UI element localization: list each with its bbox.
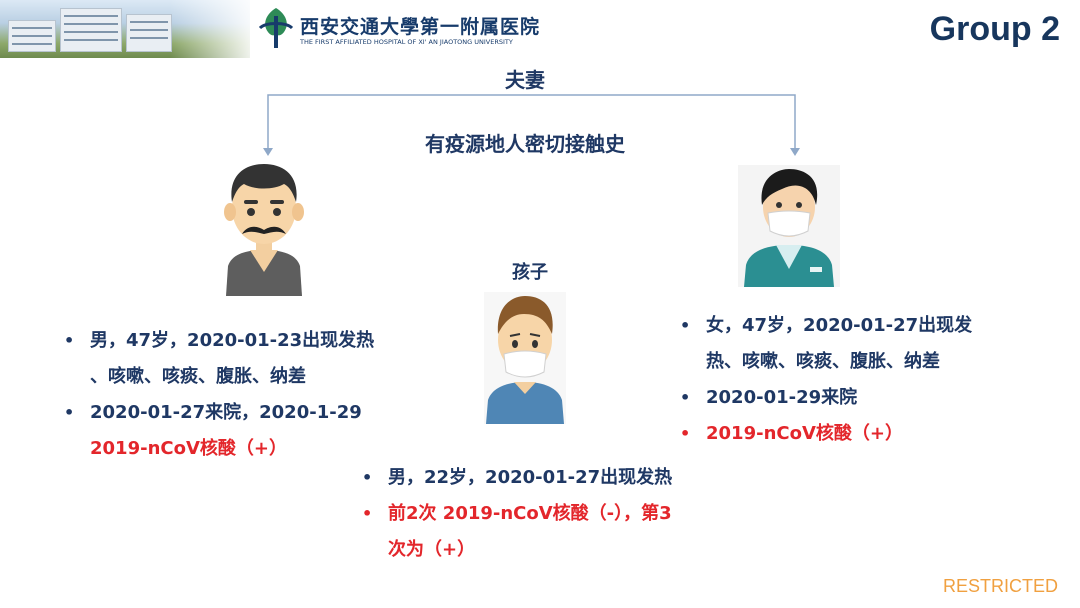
wife-symptoms-line2: 热、咳嗽、咳痰、腹胀、纳差 [706,351,940,372]
restricted-label: RESTRICTED [942,576,1058,596]
list-item: 2020-01-27来院，2020-1-29 2019-nCoV核酸（+） [64,395,424,467]
arrow-down-icon [790,148,800,156]
husband-visit-line: 2020-01-27来院，2020-1-29 [90,402,362,423]
arrow-down-icon [263,148,273,156]
child-info-list: 男，22岁，2020-01-27出现发热 前2次 2019-nCoV核酸（-），… [362,460,732,568]
husband-symptoms-line2: 、咳嗽、咳痰、腹胀、纳差 [90,366,306,387]
wife-symptoms-line1: 女，47岁，2020-01-27出现发 [706,315,973,336]
wife-test-result: 2019-nCoV核酸（+） [680,416,1020,452]
husband-symptoms-line1: 男，47岁，2020-01-23出现发热 [90,330,375,351]
header-fade [170,0,260,58]
slide-title: Group 2 [929,10,1060,48]
woman-masked-avatar-icon [738,165,840,287]
child-test-line2: 次为（+） [388,539,476,560]
list-item: 女，47岁，2020-01-27出现发 热、咳嗽、咳痰、腹胀、纳差 [680,308,1020,380]
child-label: 孩子 [512,262,548,283]
list-item: 男，47岁，2020-01-23出现发热 、咳嗽、咳痰、腹胀、纳差 [64,323,424,395]
university-name-en: THE FIRST AFFILIATED HOSPITAL OF XI' AN … [300,38,513,46]
wife-info-list: 女，47岁，2020-01-27出现发 热、咳嗽、咳痰、腹胀、纳差 2020-0… [680,308,1020,452]
child-test-result: 前2次 2019-nCoV核酸（-），第3 次为（+） [362,496,732,568]
boy-masked-avatar-icon [484,292,566,424]
list-item: 2020-01-29来院 [680,380,1020,416]
university-name-cn: 西安交通大學第一附属医院 [300,16,541,38]
spouse-label: 夫妻 [505,68,545,92]
husband-test-result: 2019-nCoV核酸（+） [90,438,287,459]
man-mustache-avatar-icon [224,164,304,296]
hospital-logo-icon [258,8,294,48]
child-test-line1: 前2次 2019-nCoV核酸（-），第3 [388,503,672,524]
contact-history-label: 有疫源地人密切接触史 [425,132,625,156]
list-item: 男，22岁，2020-01-27出现发热 [362,460,732,496]
husband-info-list: 男，47岁，2020-01-23出现发热 、咳嗽、咳痰、腹胀、纳差 2020-0… [64,323,424,467]
